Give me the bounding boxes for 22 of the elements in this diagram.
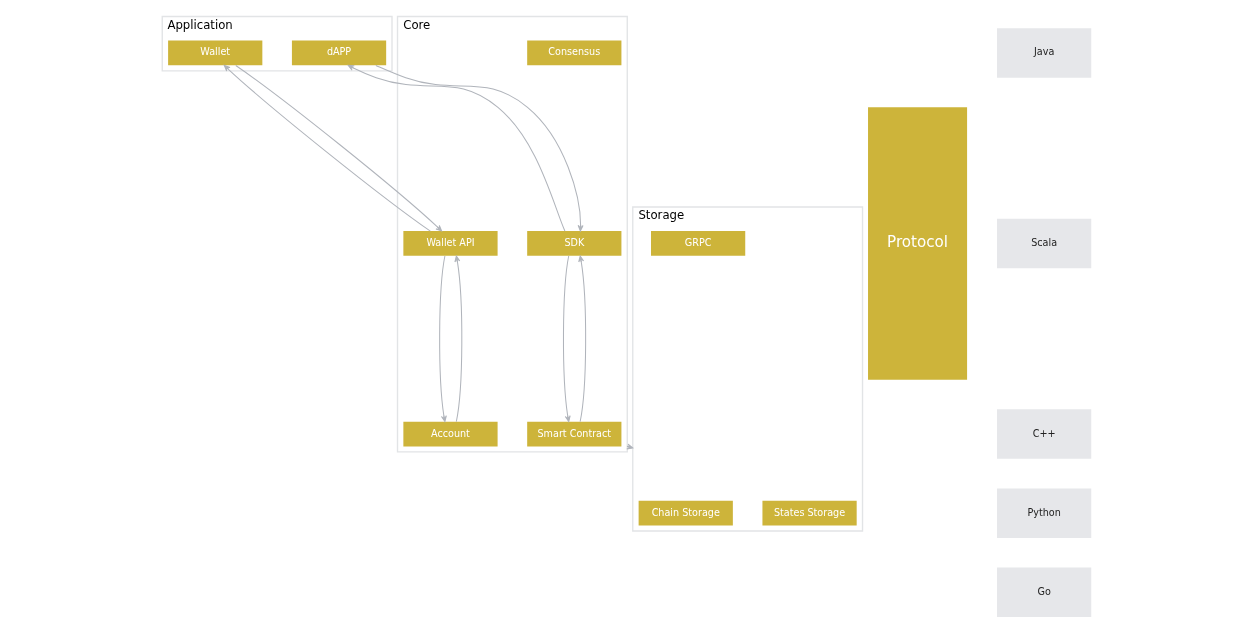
arrow [577,255,586,423]
node-box: Wallet [167,40,262,66]
node-box: Java [996,28,1091,78]
arrow [562,255,571,423]
node-box: Go [996,567,1091,617]
arrow [374,64,584,232]
node-box: States Storage [761,500,857,526]
node-box: Chain Storage [638,500,733,526]
node-box: Python [996,488,1091,538]
node-box: GRPC [650,231,745,256]
node-box: Smart Contract [526,421,621,447]
node-box: SDK [526,231,621,256]
node-box: Account [402,421,498,447]
node-box: Scala [996,218,1091,269]
arrow [438,255,447,423]
arrow [453,255,462,423]
node-box: Consensus [526,40,621,66]
node-box: C++ [996,409,1091,459]
node-box: dAPP [291,40,386,66]
node-box: Protocol [867,107,967,380]
node-box: Wallet API [402,231,498,256]
arrow [347,64,565,232]
